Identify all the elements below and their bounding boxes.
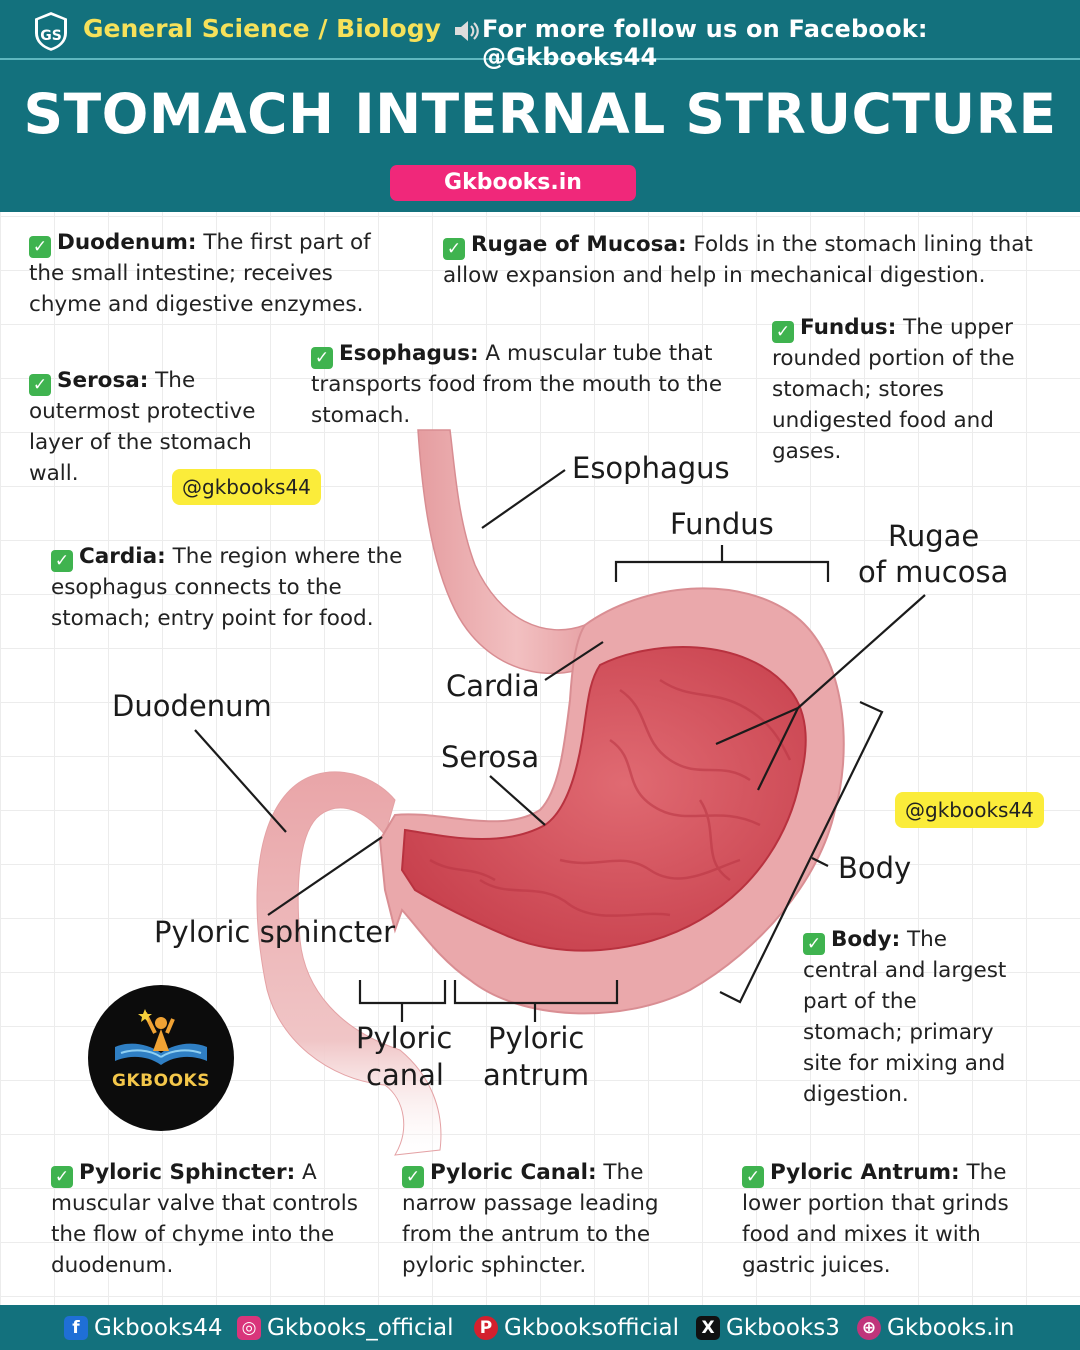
page-title: STOMACH INTERNAL STRUCTURE bbox=[23, 82, 1057, 146]
footer-facebook-link[interactable]: f Gkbooks44 bbox=[64, 1313, 222, 1343]
label-body: Body bbox=[838, 851, 911, 885]
label-pyloric-antrum-line2: antrum bbox=[483, 1058, 589, 1092]
note-term: Esophagus: bbox=[339, 341, 479, 366]
check-icon: ✓ bbox=[803, 933, 825, 955]
x-handle: Gkbooks3 bbox=[726, 1315, 840, 1341]
label-rugae-line2: of mucosa bbox=[858, 555, 1008, 589]
pinterest-handle: Gkbooksofficial bbox=[504, 1315, 680, 1341]
footer-instagram-link[interactable]: ◎ Gkbooks_official bbox=[237, 1313, 454, 1343]
note-text: The first part of the small intestine; r… bbox=[29, 230, 371, 317]
website-handle: Gkbooks.in bbox=[887, 1315, 1015, 1341]
note-text: The central and largest part of the stom… bbox=[803, 927, 1007, 1107]
note-term: Fundus: bbox=[800, 315, 897, 340]
speaker-icon bbox=[455, 21, 479, 41]
gkbooks-logo: GKBOOKS bbox=[88, 985, 234, 1131]
note-text: Folds in the stomach lining that allow e… bbox=[443, 232, 1033, 288]
check-icon: ✓ bbox=[772, 321, 794, 343]
globe-icon: ⊕ bbox=[857, 1316, 881, 1340]
social-handle-tag: @gkbooks44 bbox=[895, 792, 1044, 828]
stomach-inner-lining bbox=[400, 646, 807, 952]
note-cardia: ✓ Cardia: The region where the esophagus … bbox=[51, 541, 421, 634]
label-cardia: Cardia bbox=[446, 669, 540, 703]
note-text: A muscular tube that transports food fro… bbox=[311, 341, 723, 428]
label-pyloric-canal-line1: Pyloric bbox=[356, 1021, 452, 1055]
label-rugae-line1: Rugae bbox=[888, 519, 979, 553]
check-icon: ✓ bbox=[51, 1166, 73, 1188]
note-term: Duodenum: bbox=[57, 230, 197, 255]
note-fundus: ✓ Fundus: The upper rounded portion of th… bbox=[772, 312, 1034, 467]
note-text: The region where the esophagus connects … bbox=[51, 544, 403, 631]
label-brackets bbox=[358, 545, 884, 1022]
note-rugae-of-mucosa: ✓ Rugae of Mucosa: Folds in the stomach l… bbox=[443, 229, 1043, 291]
footer-x-link[interactable]: X Gkbooks3 bbox=[696, 1313, 840, 1343]
footer-website-link[interactable]: ⊕ Gkbooks.in bbox=[857, 1313, 1014, 1343]
label-fundus: Fundus bbox=[670, 507, 774, 541]
pinterest-icon: P bbox=[474, 1316, 498, 1340]
note-term: Pyloric Canal: bbox=[430, 1160, 597, 1185]
x-icon: X bbox=[696, 1316, 720, 1340]
note-esophagus: ✓ Esophagus: A muscular tube that transpo… bbox=[311, 338, 751, 431]
note-term: Cardia: bbox=[79, 544, 166, 569]
duodenum-tube bbox=[256, 771, 442, 1156]
gs-shield-logo-icon: GS bbox=[33, 9, 69, 53]
footer-pinterest-link[interactable]: P Gkbooksofficial bbox=[474, 1313, 679, 1343]
follow-facebook-text: For more follow us on Facebook: @Gkbooks… bbox=[482, 15, 928, 71]
note-pyloric-canal: ✓ Pyloric Canal: The narrow passage leadi… bbox=[402, 1157, 687, 1281]
check-icon: ✓ bbox=[742, 1166, 764, 1188]
check-icon: ✓ bbox=[29, 374, 51, 396]
instagram-handle: Gkbooks_official bbox=[267, 1315, 454, 1341]
label-pyloric-antrum-line1: Pyloric bbox=[488, 1021, 584, 1055]
note-text: The narrow passage leading from the antr… bbox=[402, 1160, 659, 1278]
section-label: General Science / Biology bbox=[83, 14, 441, 43]
note-body: ✓ Body: The central and largest part of t… bbox=[803, 924, 1018, 1110]
social-handle-tag: @gkbooks44 bbox=[172, 469, 321, 505]
note-term: Pyloric Antrum: bbox=[770, 1160, 960, 1185]
note-pyloric-sphincter: ✓ Pyloric Sphincter: A muscular valve tha… bbox=[51, 1157, 361, 1281]
check-icon: ✓ bbox=[402, 1166, 424, 1188]
header: GS General Science / Biology For more fo… bbox=[0, 0, 1080, 212]
gs-logo-text: GS bbox=[40, 28, 62, 44]
rugae-folds bbox=[429, 678, 792, 917]
check-icon: ✓ bbox=[29, 236, 51, 258]
instagram-icon: ◎ bbox=[237, 1316, 261, 1340]
note-text: The lower portion that grinds food and m… bbox=[742, 1160, 1009, 1278]
note-term: Pyloric Sphincter: bbox=[79, 1160, 296, 1185]
open-book-icon bbox=[115, 1009, 207, 1065]
facebook-icon: f bbox=[64, 1316, 88, 1340]
top-bar: GS General Science / Biology For more fo… bbox=[0, 0, 1080, 71]
facebook-handle: Gkbooks44 bbox=[94, 1315, 223, 1341]
leader-lines bbox=[194, 469, 926, 916]
label-pyloric-canal-line2: canal bbox=[366, 1058, 444, 1092]
note-term: Serosa: bbox=[57, 368, 149, 393]
note-text: A muscular valve that controls the flow … bbox=[51, 1160, 358, 1278]
note-term: Rugae of Mucosa: bbox=[471, 232, 687, 257]
note-text: The upper rounded portion of the stomach… bbox=[772, 315, 1015, 464]
note-pyloric-antrum: ✓ Pyloric Antrum: The lower portion that … bbox=[742, 1157, 1032, 1281]
check-icon: ✓ bbox=[311, 347, 333, 369]
note-duodenum: ✓ Duodenum: The first part of the small i… bbox=[29, 227, 394, 320]
site-badge[interactable]: Gkbooks.in bbox=[390, 165, 636, 201]
footer-social-bar: f Gkbooks44 ◎ Gkbooks_official P Gkbooks… bbox=[0, 1305, 1080, 1350]
note-text: The outermost protective layer of the st… bbox=[29, 368, 256, 486]
note-serosa: ✓ Serosa: The outermost protective layer … bbox=[29, 365, 291, 489]
label-esophagus: Esophagus bbox=[572, 451, 730, 485]
check-icon: ✓ bbox=[51, 550, 73, 572]
brand-name: GKBOOKS bbox=[112, 1071, 210, 1091]
label-serosa: Serosa bbox=[441, 740, 539, 774]
check-icon: ✓ bbox=[443, 238, 465, 260]
label-duodenum: Duodenum bbox=[112, 689, 272, 723]
note-term: Body: bbox=[831, 927, 901, 952]
label-pyloric-sphincter: Pyloric sphincter bbox=[154, 915, 395, 949]
